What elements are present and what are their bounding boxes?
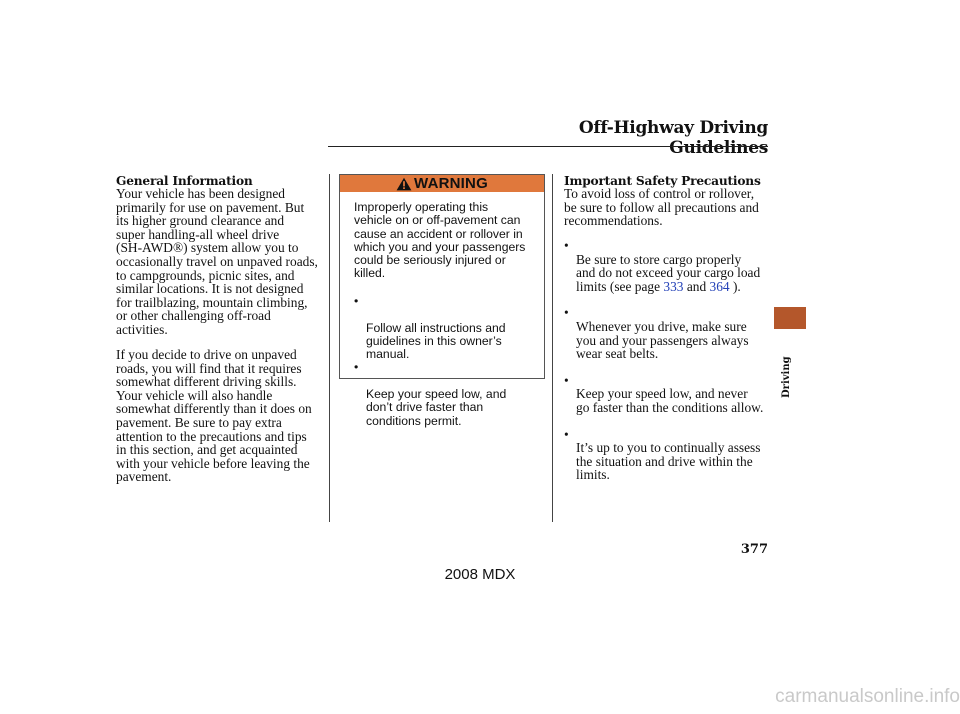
footer-model: 2008 MDX (444, 566, 516, 583)
precaution-item: • It’s up to you to continually assess th… (564, 426, 774, 483)
precaution-list: • Be sure to store cargo properly and do … (564, 239, 774, 482)
precaution-text: Whenever you drive, make sure you and yo… (576, 318, 749, 362)
precaution-item: • Keep your speed low, and never go faste… (564, 374, 774, 415)
warning-body: Improperly operating this vehicle on or … (354, 200, 526, 281)
warning-banner: WARNING (340, 175, 544, 192)
watermark: carmanualsonline.info (775, 686, 960, 707)
bullet-icon: • (564, 426, 569, 442)
precaution-item: • Be sure to store cargo properly and do … (564, 239, 774, 293)
warning-label: WARNING (414, 175, 488, 192)
warning-triangle-icon (396, 177, 412, 190)
page-link-333[interactable]: 333 (663, 278, 684, 294)
bullet-icon: • (354, 360, 359, 375)
bullet-icon: • (354, 294, 359, 308)
precaution-text: Be sure to store cargo properly and do n… (576, 251, 761, 294)
warning-box: WARNING Improperly operating this vehicl… (339, 174, 545, 427)
warning-list: • Follow all instructions and guidelines… (354, 294, 538, 428)
precaution-item: • Whenever you drive, make sure you and y… (564, 306, 774, 360)
page-number: 377 (740, 542, 768, 557)
warning-list-item-text: Follow all instructions and guidelines i… (366, 320, 506, 362)
bullet-icon: • (564, 305, 569, 321)
general-information-paragraph-1: Your vehicle has been designed primarily… (116, 186, 318, 337)
bullet-icon: • (564, 372, 569, 388)
warning-list-item-text: Keep your speed low, and don’t drive fas… (366, 387, 507, 428)
section-tab (774, 307, 806, 329)
precaution-text-and: and (683, 278, 710, 294)
section-tab-label: Driving (781, 356, 792, 398)
safety-precautions-heading: Important Safety Precautions (564, 174, 761, 188)
precaution-text-end: ). (729, 278, 741, 294)
page-link-364[interactable]: 364 (709, 278, 730, 294)
warning-list-item: • Keep your speed low, and don’t drive f… (354, 360, 538, 428)
column-divider-right (552, 174, 553, 522)
bullet-icon: • (564, 238, 569, 253)
column-divider-left (329, 174, 330, 522)
precaution-text: It’s up to you to continually assess the… (576, 440, 761, 483)
page-title: Off-Highway Driving Guidelines (578, 118, 768, 158)
warning-list-item: • Follow all instructions and guidelines… (354, 294, 538, 362)
general-information-paragraph-2: If you decide to drive on unpaved roads,… (116, 347, 312, 485)
safety-precautions-intro: To avoid loss of control or rollover, be… (564, 186, 759, 229)
general-information-heading: General Information (116, 174, 253, 188)
precaution-text: Keep your speed low, and never go faster… (576, 386, 764, 415)
title-rule (328, 146, 768, 147)
